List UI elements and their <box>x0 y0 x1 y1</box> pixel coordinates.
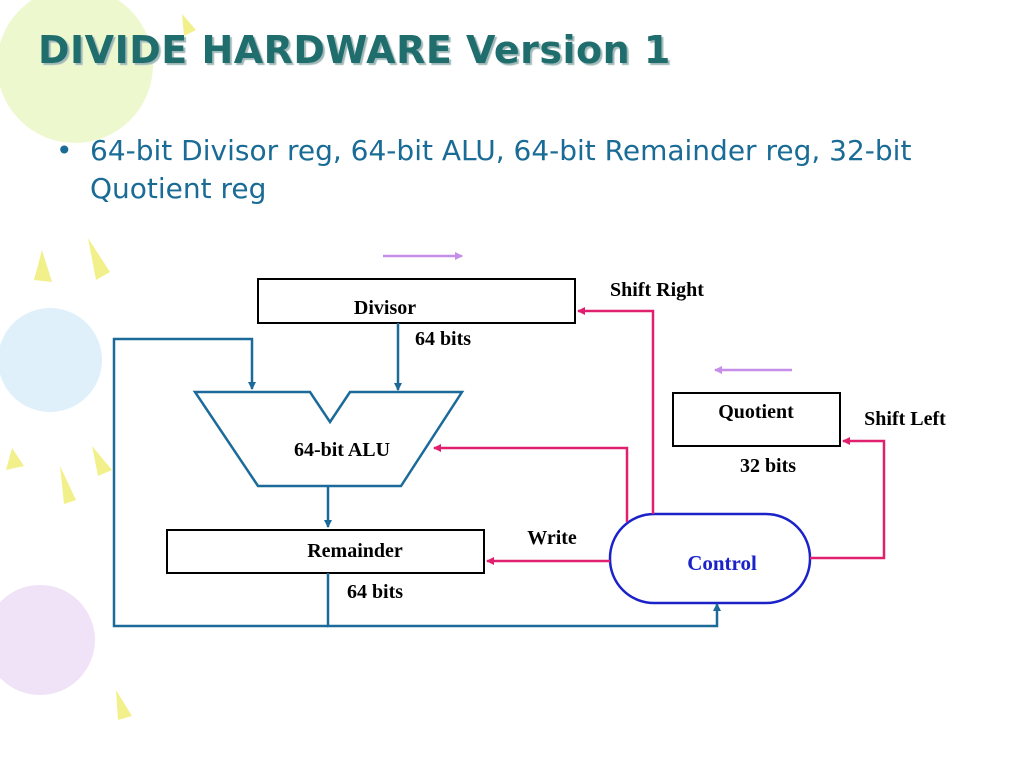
alu-shape <box>192 390 465 488</box>
remainder-to-control-wire <box>326 573 721 628</box>
control-alu-wire <box>433 444 629 522</box>
control-label: Control <box>687 551 757 575</box>
confetti-shape <box>116 690 132 720</box>
divisor-label: Divisor <box>354 297 416 319</box>
confetti-shape <box>88 238 110 280</box>
bullet-text: 64-bit Divisor reg, 64-bit ALU, 64-bit R… <box>90 134 912 205</box>
purple-balloon <box>0 585 95 695</box>
control-shift-right-wire <box>577 307 655 514</box>
bullet-dot-icon: • <box>56 134 73 167</box>
divisor-width-label: 64 bits <box>415 328 471 350</box>
quotient-width-label: 32 bits <box>740 455 796 477</box>
quotient-label: Quotient <box>718 401 794 423</box>
remainder-register <box>166 529 485 574</box>
remainder-label: Remainder <box>307 540 403 562</box>
write-label: Write <box>527 527 577 549</box>
control-shift-left-wire <box>810 437 886 560</box>
confetti-shape <box>92 446 112 476</box>
remainder-width-label: 64 bits <box>347 581 403 603</box>
bullet-list: • 64-bit Divisor reg, 64-bit ALU, 64-bit… <box>56 132 956 208</box>
slide-title: DIVIDE HARDWARE Version 1 <box>38 28 671 72</box>
confetti-shape <box>60 466 76 504</box>
confetti-shape <box>6 448 24 470</box>
shift-left-label: Shift Left <box>864 408 946 430</box>
confetti-shape <box>34 250 52 282</box>
divisor-register <box>257 278 576 324</box>
blue-balloon <box>0 308 102 412</box>
confetti-shape <box>182 14 196 36</box>
bullet-item: • 64-bit Divisor reg, 64-bit ALU, 64-bit… <box>56 132 956 208</box>
shift-right-label: Shift Right <box>610 279 704 301</box>
quotient-register <box>672 392 841 447</box>
remainder-feedback-to-alu-wire <box>112 337 328 628</box>
green-balloon <box>0 0 153 143</box>
alu-label: 64-bit ALU <box>294 439 390 461</box>
